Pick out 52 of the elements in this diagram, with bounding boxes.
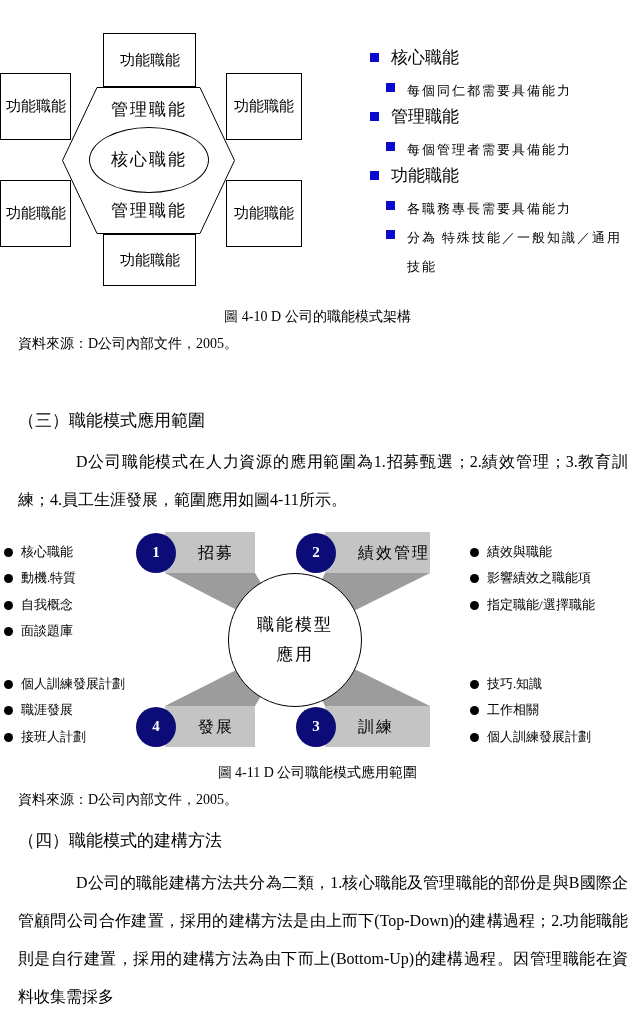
hexagon-label: 管理職能 [109,200,188,222]
function-box: 功能職能 [0,73,71,140]
function-box: 功能職能 [103,33,196,87]
funnel-connector [165,573,262,610]
figure-caption: 圖 4-11 D 公司職能模式應用範圍 [216,764,419,782]
list-item-text: 職涯發展 [21,701,73,719]
list-item-text: 各職務專長需要具備能力 [407,200,572,218]
step-number: 1 [136,532,176,573]
funnel-connector [322,669,430,706]
list-item-text: 接班人計劃 [21,728,86,746]
figure-caption: 圖 4-10 D 公司的職能模式架構 [223,308,412,326]
function-box: 功能職能 [226,180,302,247]
stage-bar [136,532,255,573]
step-number: 3 [296,706,336,747]
function-box: 功能職能 [103,234,196,286]
list-item-text: 動機.特質 [21,569,77,587]
list-item-text: 核心職能 [21,543,73,561]
stage-label: 訓練 [358,716,394,737]
stage-label: 績效管理 [358,542,430,563]
funnel-connector [321,573,430,611]
list-item-text: 影響績效之職能項 [487,569,591,587]
list-item-text: 個人訓練發展計劃 [21,675,125,693]
list-item-text: 技巧.知識 [487,675,543,693]
stage-bar [296,706,430,747]
list-item-text: 核心職能 [391,47,459,69]
list-item-text: 個人訓練發展計劃 [487,728,591,746]
list-item-text: 績效與職能 [487,543,552,561]
list-item-text: 指定職能/選擇職能 [487,596,595,614]
step-number: 2 [296,532,336,573]
stage-label: 發展 [198,716,234,737]
stage-bar [136,706,255,747]
step-number: 4 [136,706,176,747]
section-heading: （三）職能模式應用範圍 [18,410,206,432]
list-item-text: 自我概念 [21,596,73,614]
stage-bar [296,532,430,573]
stage-label: 招募 [198,542,234,563]
list-item-text: 分為 特殊技能／一般知識／通用技能 [407,229,624,276]
list-item-text: 管理職能 [391,106,459,128]
source-note: 資料來源：D公司內部文件，2005。 [18,335,240,353]
list-item-text: 每個管理者需要具備能力 [407,141,572,159]
body-paragraph: D公司職能模式在人力資源的應用範圍為1.招募甄選；2.績效管理；3.教育訓練；4.員工生涯發展，範圍應用如圖4-11所示。 [18,452,628,510]
source-note: 資料來源：D公司內部文件，2005。 [18,791,240,809]
hexagon-label: 管理職能 [109,99,188,121]
funnel-connector [165,669,261,706]
function-box: 功能職能 [226,73,302,140]
body-paragraph: D公司的職能建構方法共分為二類，1.核心職能及管理職能的部份是與B國際企管顧問公司合作建置，採用的建構方法是由上而下(Top-Down)的建構過程；2.功能職能則是自行建置，採用的建構方法為由下而上(Bottom-Up)的建構過程。因管理職能在資料收集需採多 [18,873,628,1007]
list-item-text: 每個同仁都需要具備能力 [407,82,572,100]
list-item-text: 工作相關 [487,701,539,719]
section-heading: （四）職能模式的建構方法 [18,830,223,852]
function-box: 功能職能 [0,180,71,247]
list-item-text: 功能職能 [391,165,459,187]
list-item-text: 面談題庫 [21,622,73,640]
